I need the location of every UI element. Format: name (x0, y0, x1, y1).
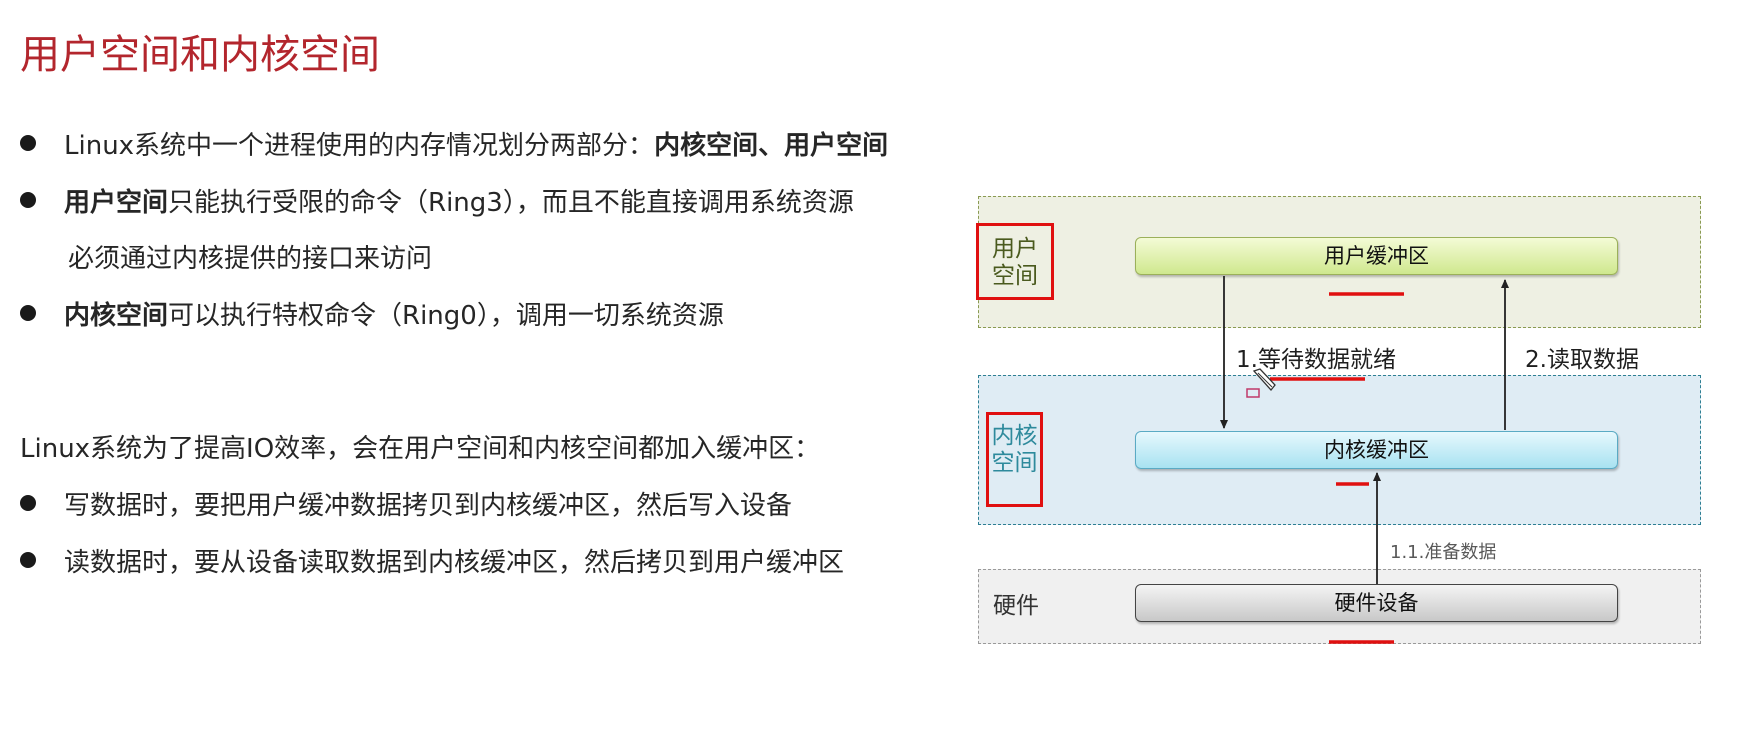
bullet-dot (20, 305, 36, 321)
bullet-dot (20, 135, 36, 151)
read-data-label: 2.读取数据 (1525, 347, 1639, 373)
hardware-device-box: 硬件设备 (1135, 584, 1618, 622)
kernel-space-label-line1: 内核 (991, 423, 1038, 449)
bullet-text: Linux系统中一个进程使用的内存情况划分两部分： (64, 131, 655, 161)
kernel-buffer-box: 内核缓冲区 (1135, 431, 1618, 469)
user-buffer-box: 用户缓冲区 (1135, 237, 1618, 275)
bullet-text: 读数据时，要从设备读取数据到内核缓冲区，然后拷贝到用户缓冲区 (64, 548, 845, 578)
kernel-space-label: 内核 空间 (986, 412, 1043, 507)
bullet-kernel-space: 内核空间可以执行特权命令（Ring0），调用一切系统资源 (20, 299, 724, 333)
bullet-continuation: 必须通过内核提供的接口来访问 (68, 244, 433, 274)
user-space-label-line1: 用户 (992, 236, 1038, 262)
user-space-label: 用户 空间 (976, 223, 1054, 300)
bullet-bold-text: 内核空间、用户空间 (654, 131, 889, 161)
bullet-text: 写数据时，要把用户缓冲数据拷贝到内核缓冲区，然后写入设备 (64, 491, 793, 521)
page-title: 用户空间和内核空间 (20, 32, 380, 78)
bullet-text: 可以执行特权命令（Ring0），调用一切系统资源 (168, 301, 724, 331)
bullet-user-space: 用户空间只能执行受限的命令（Ring3），而且不能直接调用系统资源 (20, 186, 854, 220)
bullet-memory-split: Linux系统中一个进程使用的内存情况划分两部分：内核空间、用户空间 (20, 129, 888, 163)
bullet-text: 只能执行受限的命令（Ring3），而且不能直接调用系统资源 (168, 188, 854, 218)
bullet-bold-text: 用户空间 (64, 188, 169, 218)
prepare-data-label: 1.1.准备数据 (1390, 542, 1497, 563)
kernel-space-label-line2: 空间 (991, 450, 1038, 476)
buffer-paragraph: Linux系统为了提高IO效率，会在用户空间和内核空间都加入缓冲区： (20, 434, 821, 464)
bullet-write-data: 写数据时，要把用户缓冲数据拷贝到内核缓冲区，然后写入设备 (20, 489, 792, 523)
bullet-dot (20, 495, 36, 511)
bullet-dot (20, 552, 36, 568)
user-space-label-line2: 空间 (992, 263, 1038, 289)
bullet-bold-text: 内核空间 (64, 301, 169, 331)
wait-data-label: 1.等待数据就绪 (1236, 347, 1396, 373)
hardware-label: 硬件 (993, 593, 1039, 619)
bullet-dot (20, 192, 36, 208)
bullet-read-data: 读数据时，要从设备读取数据到内核缓冲区，然后拷贝到用户缓冲区 (20, 546, 844, 580)
